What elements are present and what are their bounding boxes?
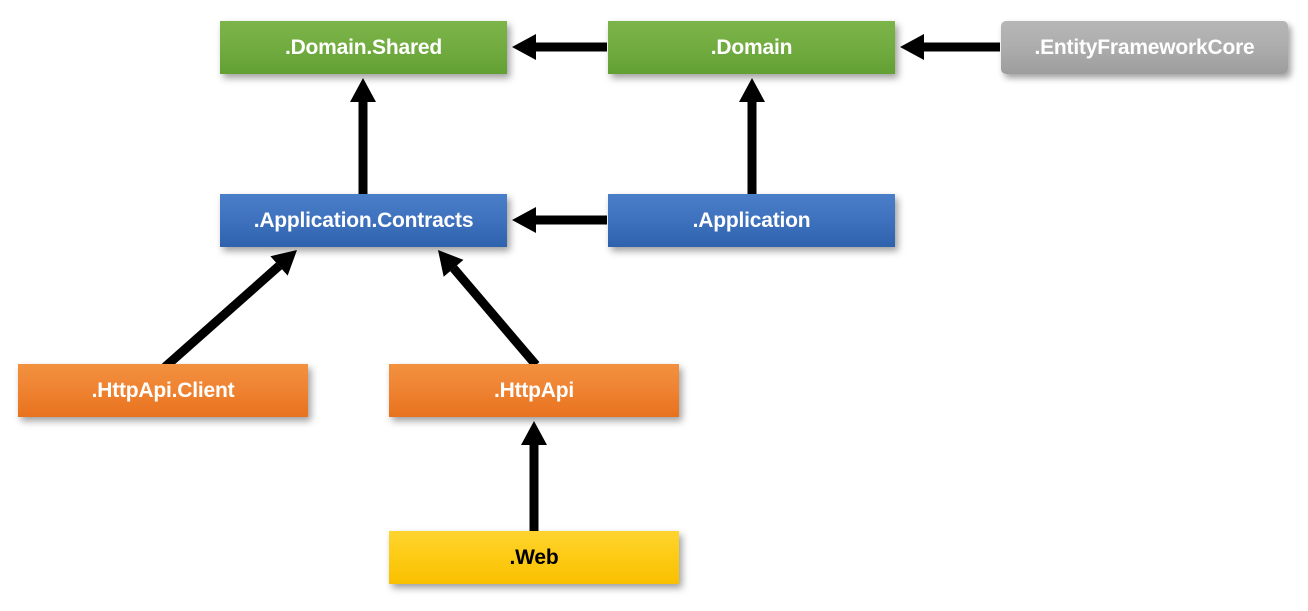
arrow-head [270,250,297,276]
node-httpapi[interactable]: .HttpApi [389,364,679,417]
node-label-domain-shared: .Domain.Shared [284,35,443,59]
arrow-application-contracts-to-domain-shared [350,78,376,194]
node-label-web: .Web [509,545,559,569]
node-label-entity-framework-core: .EntityFrameworkCore [1034,35,1255,59]
node-domain[interactable]: .Domain [608,21,895,74]
node-label-application-contracts: .Application.Contracts [253,208,474,232]
arrow-head [900,34,924,60]
arrow-shaft [162,262,283,371]
node-label-httpapi-client: .HttpApi.Client [91,378,235,402]
arrow-head [350,78,376,102]
node-httpapi-client[interactable]: .HttpApi.Client [18,364,308,417]
node-label-httpapi: .HttpApi [493,378,575,402]
arrow-head [739,78,765,102]
node-entity-framework-core[interactable]: .EntityFrameworkCore [1001,21,1288,74]
arrow-efcore-to-domain [900,34,1000,60]
arrow-application-to-application-contracts [512,207,607,233]
node-label-application: .Application [692,208,811,232]
node-web[interactable]: .Web [389,531,679,584]
node-application-contracts[interactable]: .Application.Contracts [220,194,507,247]
arrow-head [521,421,547,445]
node-domain-shared[interactable]: .Domain.Shared [220,21,507,74]
arrow-httpapi-to-application-contracts [438,250,540,368]
node-label-domain: .Domain [710,35,793,59]
arrow-shaft [450,265,540,368]
arrow-domain-to-domain-shared [512,34,607,60]
arrow-head [512,34,536,60]
arrow-head [512,207,536,233]
arrow-head [438,250,464,277]
arrow-application-to-domain [739,78,765,194]
node-application[interactable]: .Application [608,194,895,247]
arrow-web-to-httpapi [521,421,547,531]
arrow-httpapi-client-to-application-contracts [162,250,297,371]
